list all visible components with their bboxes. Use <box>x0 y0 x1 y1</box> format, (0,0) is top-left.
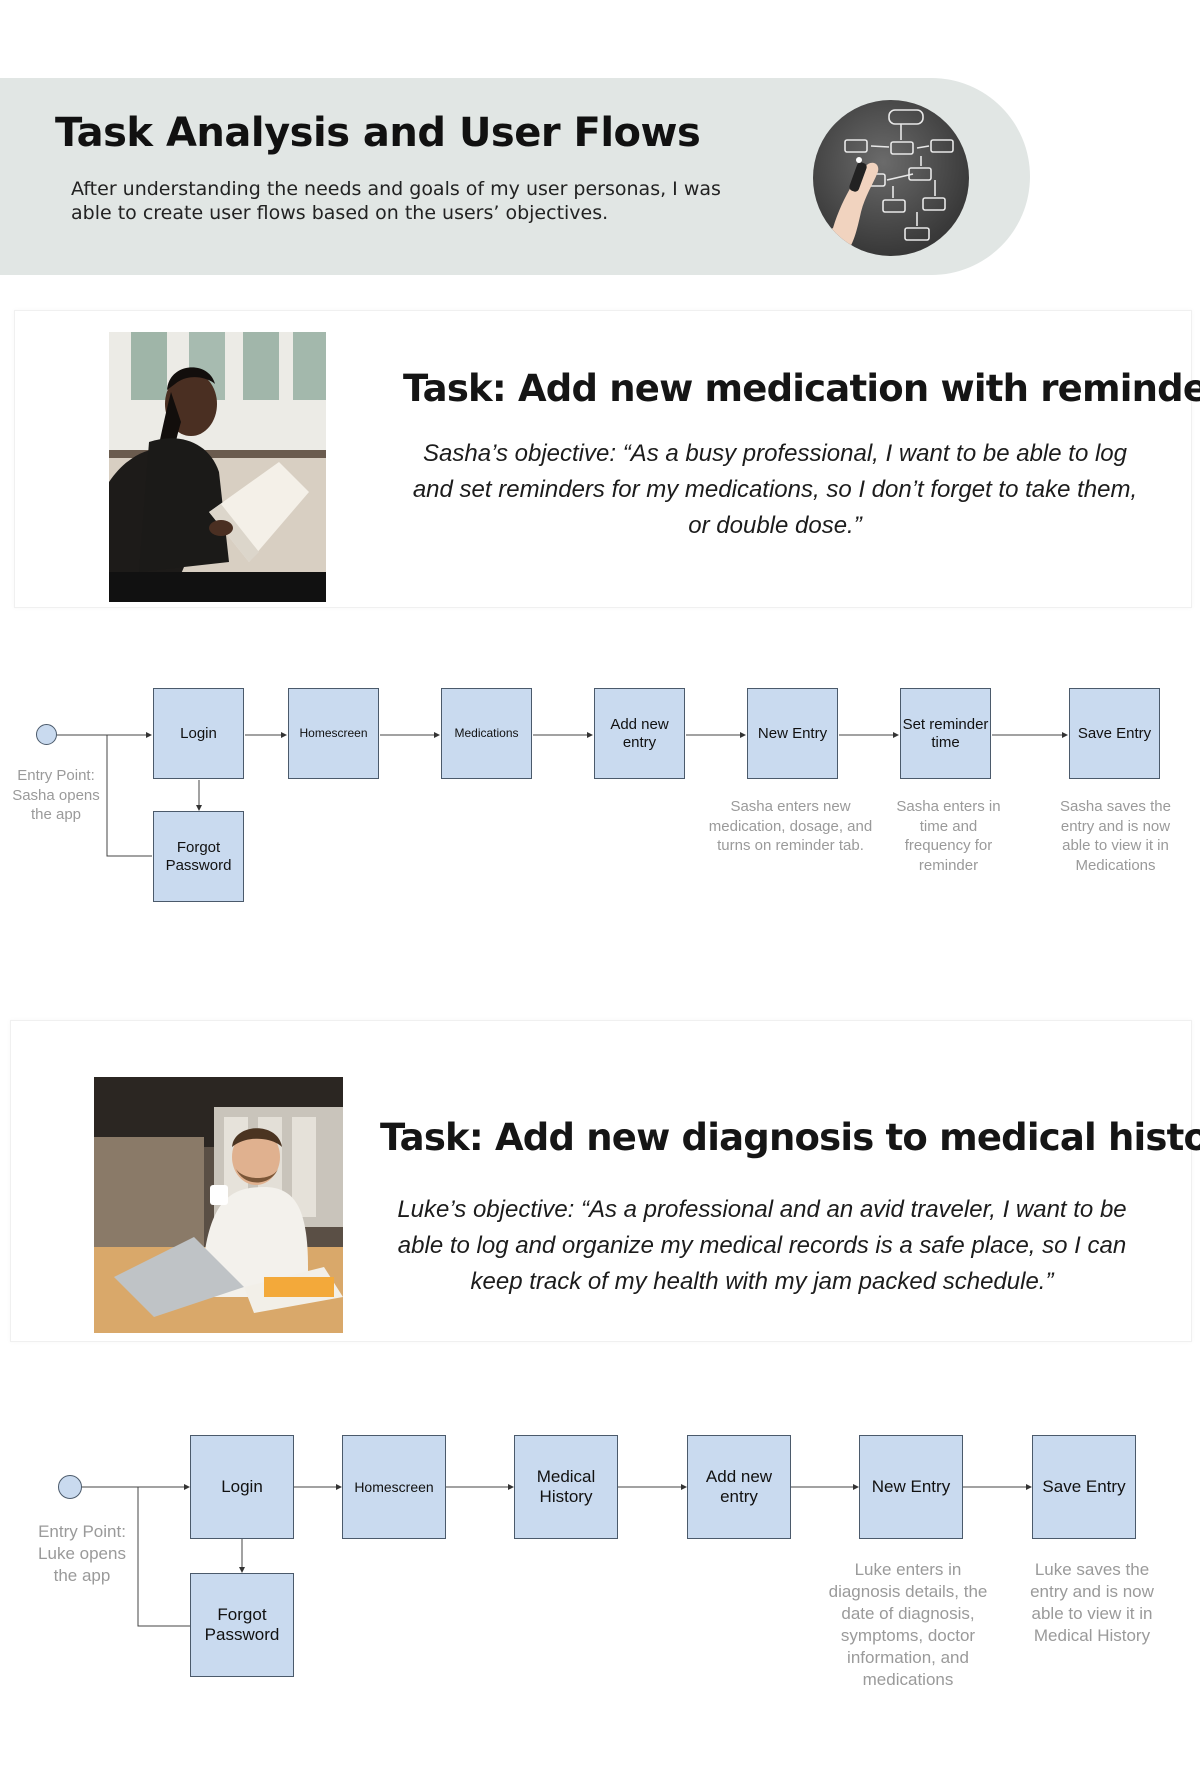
node-set-reminder-time: Set reminder time <box>900 688 991 779</box>
node-save-entry: Save Entry <box>1069 688 1160 779</box>
entry-point-label-luke: Entry Point: Luke opens the app <box>38 1522 126 1585</box>
page-title: Task Analysis and User Flows <box>55 110 701 156</box>
entry-point-circle-luke <box>58 1475 82 1499</box>
note-new-entry-sasha: Sasha enters new medication, dosage, and… <box>708 798 873 854</box>
entry-point-circle-sasha <box>36 724 57 745</box>
objective-luke: Luke’s objective: “As a professional and… <box>397 1196 1127 1295</box>
node-save-entry: Save Entry <box>1032 1435 1136 1539</box>
node-new-entry: New Entry <box>859 1435 963 1539</box>
node-homescreen: Homescreen <box>342 1435 446 1539</box>
persona-photo-sasha <box>109 332 326 602</box>
flowchart-sketch-image <box>813 100 969 256</box>
note-save-luke: Luke saves the entry and is now able to … <box>1030 1560 1154 1645</box>
task-title-luke: Task: Add new diagnosis to medical histo… <box>380 1116 1200 1159</box>
persona-photo-luke <box>94 1077 343 1333</box>
node-add-new-entry: Add new entry <box>687 1435 791 1539</box>
node-forgot-password: Forgot Password <box>153 811 244 902</box>
node-medications: Medications <box>441 688 532 779</box>
node-new-entry: New Entry <box>747 688 838 779</box>
task-title-sasha: Task: Add new medication with reminders <box>403 367 1200 410</box>
node-forgot-password: Forgot Password <box>190 1573 294 1677</box>
node-homescreen: Homescreen <box>288 688 379 779</box>
node-medical-history: Medical History <box>514 1435 618 1539</box>
node-add-new-entry: Add new entry <box>594 688 685 779</box>
note-save-sasha: Sasha saves the entry and is now able to… <box>1060 798 1171 874</box>
entry-point-label-sasha: Entry Point: Sasha opens the app <box>12 767 100 823</box>
note-new-entry-luke: Luke enters in diagnosis details, the da… <box>828 1560 988 1689</box>
page-subtitle: After understanding the needs and goals … <box>71 178 721 224</box>
note-set-reminder-sasha: Sasha enters in time and frequency for r… <box>896 798 1001 874</box>
node-login: Login <box>190 1435 294 1539</box>
node-login: Login <box>153 688 244 779</box>
objective-sasha: Sasha’s objective: “As a busy profession… <box>412 440 1138 539</box>
